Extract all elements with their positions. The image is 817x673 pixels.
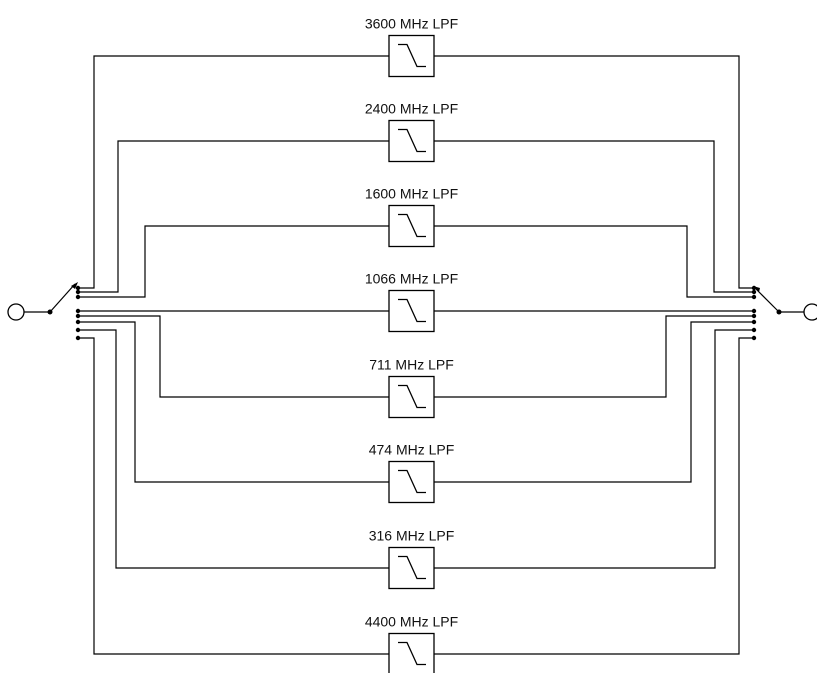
output-switch-contact — [751, 289, 757, 295]
lpf-response-curve — [398, 43, 426, 68]
filter-label: 2400 MHz LPF — [365, 101, 458, 117]
input-switch-contact — [75, 327, 81, 333]
lpf-response-curve — [398, 555, 426, 580]
output-switch-contact — [751, 319, 757, 325]
output-switch-contact — [751, 313, 757, 319]
lpf-response-curve — [398, 641, 426, 666]
input-switch-contact — [75, 285, 81, 291]
low-pass-filter-icon — [388, 460, 435, 504]
filter-branches: 3600 MHz LPF 2400 MHz LPF 1600 MHz LPF 1066… — [75, 16, 757, 673]
filter-label: 4400 MHz LPF — [365, 614, 458, 630]
branch-input-wire — [78, 55, 389, 289]
branch-input-wire — [78, 321, 389, 483]
lpf-response-curve — [398, 298, 426, 323]
filter-label: 474 MHz LPF — [369, 442, 455, 458]
branch-input-wire — [78, 329, 389, 569]
branch-output-wire — [434, 315, 754, 398]
filter-label: 316 MHz LPF — [369, 528, 455, 544]
input-switch-contact — [75, 308, 81, 314]
branch-output-wire — [434, 321, 754, 483]
input-switch-arm-icon — [49, 282, 78, 313]
filter-branch: 4400 MHz LPF — [75, 335, 757, 673]
input-switch-contact — [75, 313, 81, 319]
low-pass-filter-icon — [388, 375, 435, 419]
branch-output-wire — [434, 225, 754, 298]
branch-output-wire — [434, 55, 754, 289]
output-port-icon — [803, 303, 817, 321]
output-switch-contact — [751, 308, 757, 314]
input-switch-contact — [75, 294, 81, 300]
output-switch-contact — [751, 294, 757, 300]
filter-branch: 3600 MHz LPF — [75, 16, 757, 291]
filter-branch: 711 MHz LPF — [75, 313, 757, 419]
output-switch-contact — [751, 327, 757, 333]
filter-branch: 2400 MHz LPF — [75, 101, 757, 295]
lpf-response-curve — [398, 384, 426, 409]
input-switch-contact — [75, 319, 81, 325]
branch-output-wire — [434, 337, 754, 655]
output-switch-contact — [751, 335, 757, 341]
lpf-response-curve — [398, 213, 426, 238]
output-switch-arm-icon — [753, 286, 780, 313]
output-switch-contact — [751, 285, 757, 291]
filter-branch: 1066 MHz LPF — [75, 271, 757, 333]
low-pass-filter-icon — [388, 289, 435, 333]
branch-input-wire — [78, 140, 389, 293]
filter-branch: 316 MHz LPF — [75, 327, 757, 590]
lpf-response-curve — [398, 128, 426, 153]
filter-label: 1600 MHz LPF — [365, 186, 458, 202]
input-switch-contact — [75, 289, 81, 295]
branch-input-wire — [78, 315, 389, 398]
branch-output-wire — [434, 329, 754, 569]
branch-input-wire — [78, 337, 389, 655]
low-pass-filter-icon — [388, 34, 435, 78]
lpf-response-curve — [398, 469, 426, 494]
filter-branch: 1600 MHz LPF — [75, 186, 757, 300]
low-pass-filter-icon — [388, 546, 435, 590]
branch-input-wire — [78, 225, 389, 298]
input-switch-contact — [75, 335, 81, 341]
filter-label: 711 MHz LPF — [369, 357, 454, 373]
filter-branch: 474 MHz LPF — [75, 319, 757, 504]
filter-label: 3600 MHz LPF — [365, 16, 458, 32]
branch-output-wire — [434, 140, 754, 293]
input-port-icon — [7, 303, 25, 321]
filter-label: 1066 MHz LPF — [365, 271, 458, 287]
low-pass-filter-icon — [388, 204, 435, 248]
low-pass-filter-icon — [388, 119, 435, 163]
